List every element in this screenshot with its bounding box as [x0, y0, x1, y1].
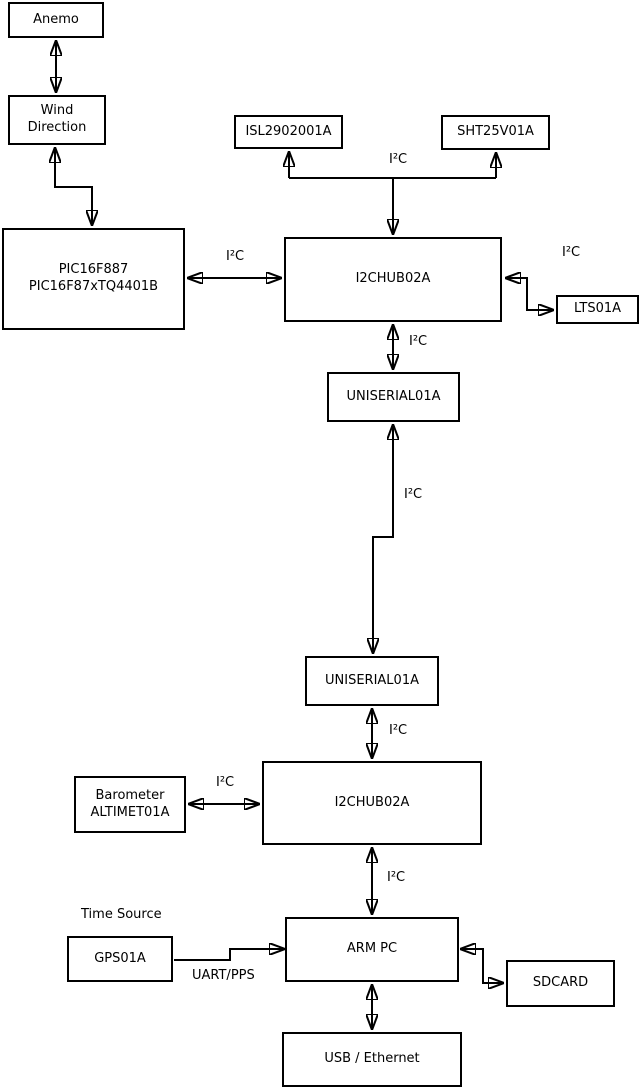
edge-label-i2c-hub1-uniserial1: I²C	[409, 334, 428, 349]
node-usb-ethernet: USB / Ethernet	[282, 1032, 462, 1087]
node-label: UNISERIAL01A	[346, 388, 441, 404]
node-label: I2CHUB02A	[355, 271, 431, 287]
edge-label-i2c-sensor-bus: I²C	[389, 152, 408, 167]
node-label: Anemo	[33, 11, 79, 27]
node-i2chub02a-2: I2CHUB02A	[262, 761, 482, 845]
edge-label-uart-pps: UART/PPS	[192, 968, 255, 983]
node-label: USB / Ethernet	[324, 1051, 420, 1067]
edge-label-i2c-pic-hub1: I²C	[226, 249, 245, 264]
node-pic16f887: PIC16F887 PIC16F87xTQ4401B	[2, 228, 185, 330]
node-anemo: Anemo	[8, 2, 104, 38]
node-uniserial01a-2: UNISERIAL01A	[305, 656, 439, 706]
edge-label-i2c-uniserial2-hub2: I²C	[389, 723, 408, 738]
node-uniserial01a-1: UNISERIAL01A	[327, 372, 460, 422]
node-label: ARM PC	[346, 941, 398, 957]
node-lts01a: LTS01A	[556, 295, 639, 324]
edge-label-i2c-hub1-lts: I²C	[562, 245, 581, 260]
node-barometer-altimet01a: Barometer ALTIMET01A	[74, 776, 186, 833]
edge-label-i2c-uniserial-link: I²C	[404, 487, 423, 502]
node-label: UNISERIAL01A	[325, 672, 419, 688]
node-label: Wind Direction	[27, 103, 87, 135]
node-isl2902001a: ISL2902001A	[234, 115, 343, 149]
node-sdcard: SDCARD	[506, 960, 615, 1007]
node-label: ISL2902001A	[245, 123, 332, 139]
node-label: SHT25V01A	[457, 124, 534, 140]
node-i2chub02a-1: I2CHUB02A	[284, 237, 502, 322]
edge-hub1-lts	[506, 278, 553, 310]
node-arm-pc: ARM PC	[285, 917, 459, 982]
edge-uniserial1-uniserial2	[373, 425, 393, 653]
node-label: SDCARD	[532, 975, 589, 991]
node-label: LTS01A	[573, 301, 622, 317]
edge-label-i2c-barometer-hub2: I²C	[216, 775, 235, 790]
node-label: Barometer ALTIMET01A	[90, 787, 170, 820]
edge-wind-pic	[55, 148, 92, 225]
edge-armpc-sdcard	[461, 949, 503, 983]
node-label: I2CHUB02A	[334, 794, 410, 810]
node-gps01a: GPS01A	[67, 936, 173, 982]
edge-gps-armpc	[174, 949, 284, 961]
node-wind-direction: Wind Direction	[8, 95, 106, 145]
node-label: GPS01A	[94, 950, 146, 966]
node-sht25v01a: SHT25V01A	[441, 115, 550, 150]
edge-label-time-source: Time Source	[81, 907, 162, 922]
edge-label-i2c-hub2-armpc: I²C	[387, 870, 406, 885]
node-label: PIC16F887 PIC16F87xTQ4401B	[28, 262, 159, 294]
